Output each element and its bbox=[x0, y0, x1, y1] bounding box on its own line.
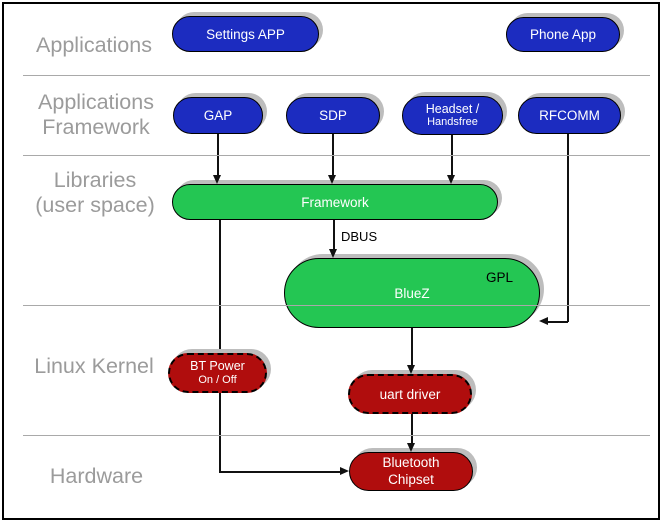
node-bt-power-label-line2: On / Off bbox=[198, 373, 237, 386]
node-rfcomm-label: RFCOMM bbox=[539, 108, 600, 123]
node-bluetooth-chipset-label-line2: Chipset bbox=[388, 471, 434, 487]
node-bluetooth-chipset: Bluetooth Chipset bbox=[349, 452, 473, 491]
layer-label-linux-kernel: Linux Kernel bbox=[34, 354, 154, 378]
arrowhead-sdp-framework bbox=[328, 175, 336, 184]
layer-divider-3 bbox=[23, 305, 650, 306]
arrowhead-framework-chipset bbox=[340, 467, 349, 475]
connector-uart-chipset bbox=[411, 414, 413, 446]
node-sdp-label: SDP bbox=[319, 108, 347, 123]
node-gap-label: GAP bbox=[203, 108, 233, 123]
connector-headset-framework bbox=[451, 135, 453, 178]
node-bluez-label: BlueZ bbox=[394, 285, 430, 301]
gpl-tag: GPL bbox=[485, 270, 513, 285]
node-headset-handsfree: Headset / Handsfree bbox=[402, 96, 503, 135]
connector-framework-chipset-horizontal bbox=[219, 471, 342, 473]
arrowhead-gap-framework bbox=[213, 175, 221, 184]
arrowhead-rfcomm-bluez bbox=[539, 317, 548, 325]
node-phone-app: Phone App bbox=[506, 17, 620, 52]
node-bt-power-label-line1: BT Power bbox=[190, 359, 245, 374]
connector-rfcomm-vertical bbox=[567, 134, 569, 322]
connector-framework-bluez bbox=[333, 220, 335, 252]
arrowhead-uart-chipset bbox=[407, 443, 415, 452]
connector-sdp-framework bbox=[332, 134, 334, 178]
layer-label-libraries: Libraries (user space) bbox=[35, 168, 155, 217]
node-bt-power: BT Power On / Off bbox=[168, 353, 267, 393]
node-phone-app-label: Phone App bbox=[529, 27, 597, 42]
node-uart-driver: uart driver bbox=[348, 374, 472, 414]
node-settings-app: Settings APP bbox=[172, 16, 319, 52]
node-rfcomm: RFCOMM bbox=[518, 97, 621, 134]
arrowhead-bluez-uart bbox=[407, 365, 415, 374]
arrowhead-headset-framework bbox=[447, 175, 455, 184]
node-headset-label-line2: Handsfree bbox=[427, 116, 478, 129]
layer-label-applications: Applications bbox=[36, 33, 152, 57]
layer-divider-2 bbox=[23, 155, 650, 156]
layer-divider-4 bbox=[23, 435, 650, 436]
connector-gap-framework bbox=[217, 134, 219, 178]
node-framework-label: Framework bbox=[301, 194, 369, 210]
node-bluez: BlueZ GPL bbox=[284, 258, 540, 328]
node-bluetooth-chipset-label-line1: Bluetooth bbox=[382, 454, 440, 470]
layer-label-applications-framework: Applications Framework bbox=[38, 90, 154, 139]
connector-rfcomm-horizontal bbox=[547, 321, 568, 323]
node-settings-app-label: Settings APP bbox=[206, 26, 285, 42]
edge-label-dbus: DBUS bbox=[341, 229, 378, 244]
node-gap: GAP bbox=[173, 97, 263, 134]
node-uart-driver-label: uart driver bbox=[379, 386, 441, 402]
node-sdp: SDP bbox=[286, 97, 380, 134]
node-headset-label-line1: Headset / bbox=[425, 101, 480, 116]
node-framework: Framework bbox=[172, 184, 498, 220]
connector-framework-chipset-vertical bbox=[219, 220, 221, 472]
connector-bluez-uart bbox=[411, 328, 413, 368]
layer-label-hardware: Hardware bbox=[49, 464, 144, 488]
layer-divider-1 bbox=[23, 75, 650, 76]
arrowhead-framework-bluez bbox=[329, 249, 337, 258]
